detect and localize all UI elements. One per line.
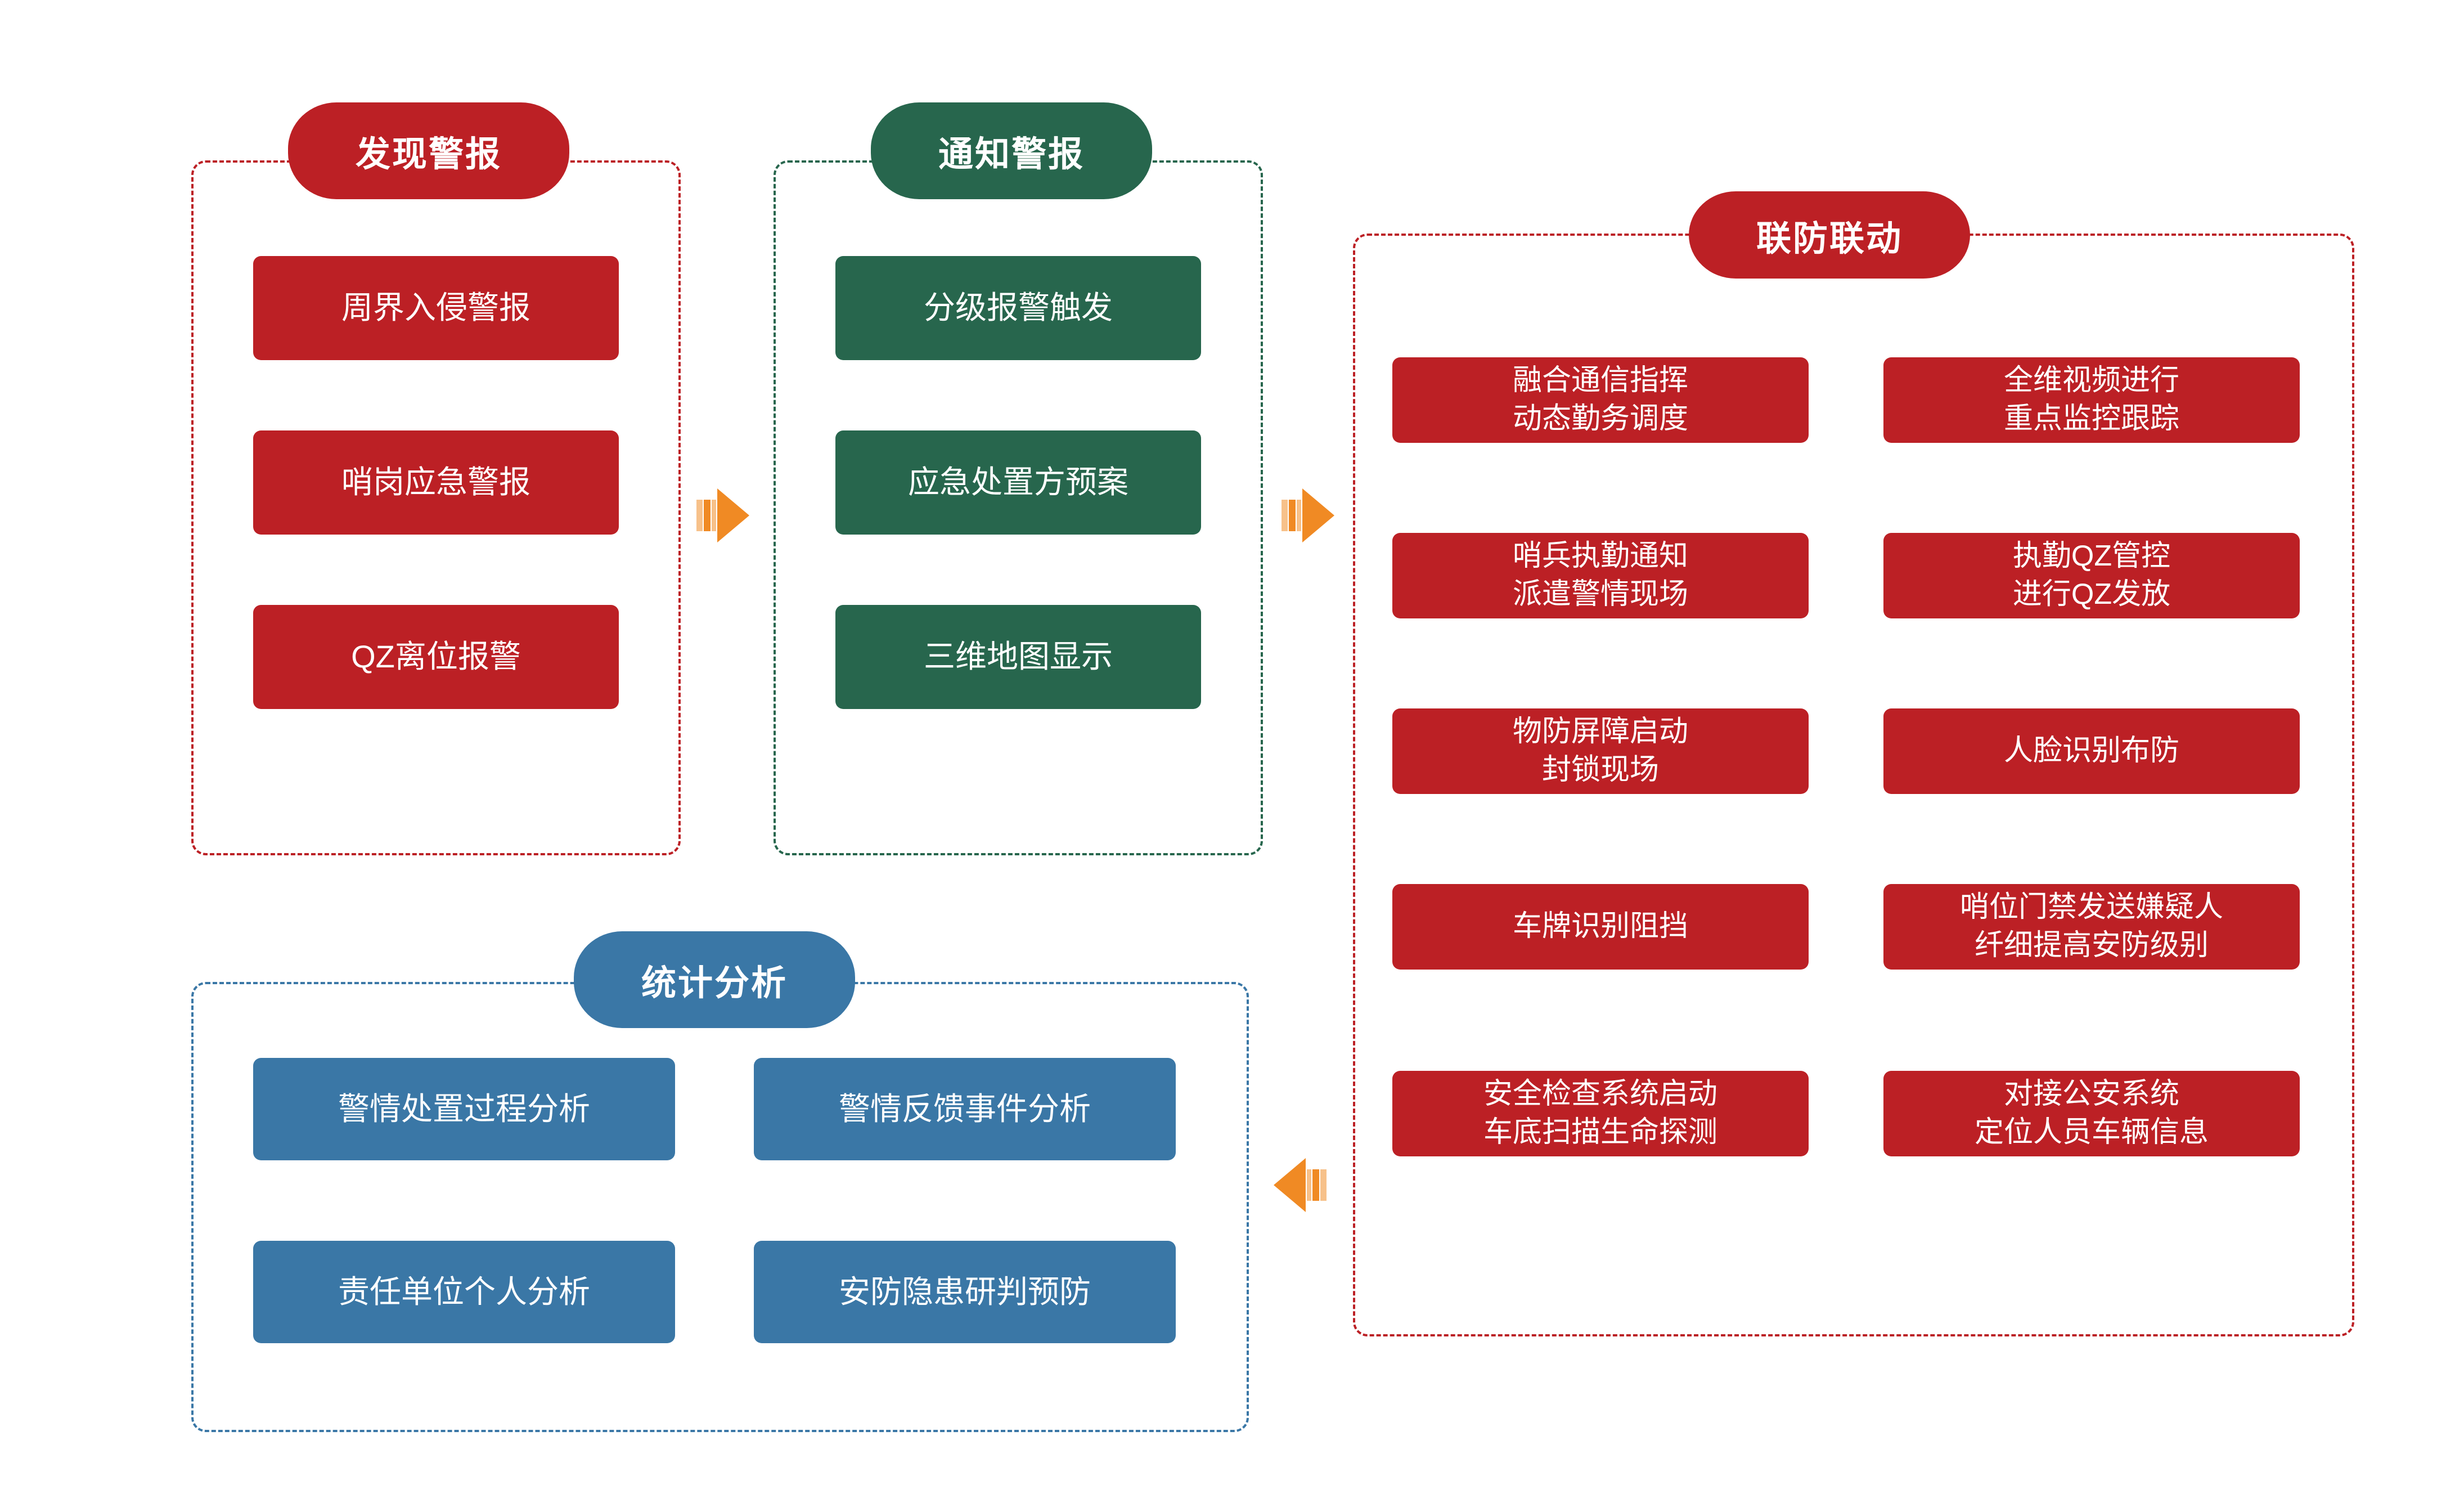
- item-box-notify-2[interactable]: 三维地图显示: [835, 605, 1201, 709]
- connector-arrow-discover-to-notify: [696, 484, 750, 547]
- item-box-statistics-3[interactable]: 安防隐患研判预防: [754, 1241, 1176, 1343]
- item-box-notify-0[interactable]: 分级报警触发: [835, 256, 1201, 360]
- item-box-joint-8[interactable]: 安全检查系统启动 车底扫描生命探测: [1392, 1071, 1809, 1156]
- item-box-discover-0[interactable]: 周界入侵警报: [253, 256, 619, 360]
- item-box-statistics-1[interactable]: 警情反馈事件分析: [754, 1058, 1176, 1160]
- group-header-discover-alarm[interactable]: 发现警报: [288, 102, 569, 199]
- item-box-discover-1[interactable]: 哨岗应急警报: [253, 430, 619, 535]
- item-box-statistics-2[interactable]: 责任单位个人分析: [253, 1241, 675, 1343]
- item-box-joint-1[interactable]: 全维视频进行 重点监控跟踪: [1883, 357, 2300, 443]
- item-box-discover-2[interactable]: QZ离位报警: [253, 605, 619, 709]
- item-box-joint-7[interactable]: 哨位门禁发送嫌疑人 纤细提高安防级别: [1883, 884, 2300, 970]
- group-header-statistical-analysis[interactable]: 统计分析: [574, 931, 855, 1028]
- group-header-joint-defense[interactable]: 联防联动: [1689, 191, 1970, 279]
- item-box-joint-0[interactable]: 融合通信指挥 动态勤务调度: [1392, 357, 1809, 443]
- group-frame-statistical-analysis: [191, 982, 1249, 1432]
- group-header-notify-alarm[interactable]: 通知警报: [871, 102, 1152, 199]
- item-box-statistics-0[interactable]: 警情处置过程分析: [253, 1058, 675, 1160]
- item-box-notify-1[interactable]: 应急处置方预案: [835, 430, 1201, 535]
- item-box-joint-6[interactable]: 车牌识别阻挡: [1392, 884, 1809, 970]
- item-box-joint-9[interactable]: 对接公安系统 定位人员车辆信息: [1883, 1071, 2300, 1156]
- item-box-joint-3[interactable]: 执勤QZ管控 进行QZ发放: [1883, 533, 2300, 618]
- connector-arrow-joint-to-statistics: [1273, 1154, 1327, 1217]
- item-box-joint-2[interactable]: 哨兵执勤通知 派遣警情现场: [1392, 533, 1809, 618]
- item-box-joint-4[interactable]: 物防屏障启动 封锁现场: [1392, 708, 1809, 794]
- connector-arrow-notify-to-joint: [1282, 484, 1336, 547]
- item-box-joint-5[interactable]: 人脸识别布防: [1883, 708, 2300, 794]
